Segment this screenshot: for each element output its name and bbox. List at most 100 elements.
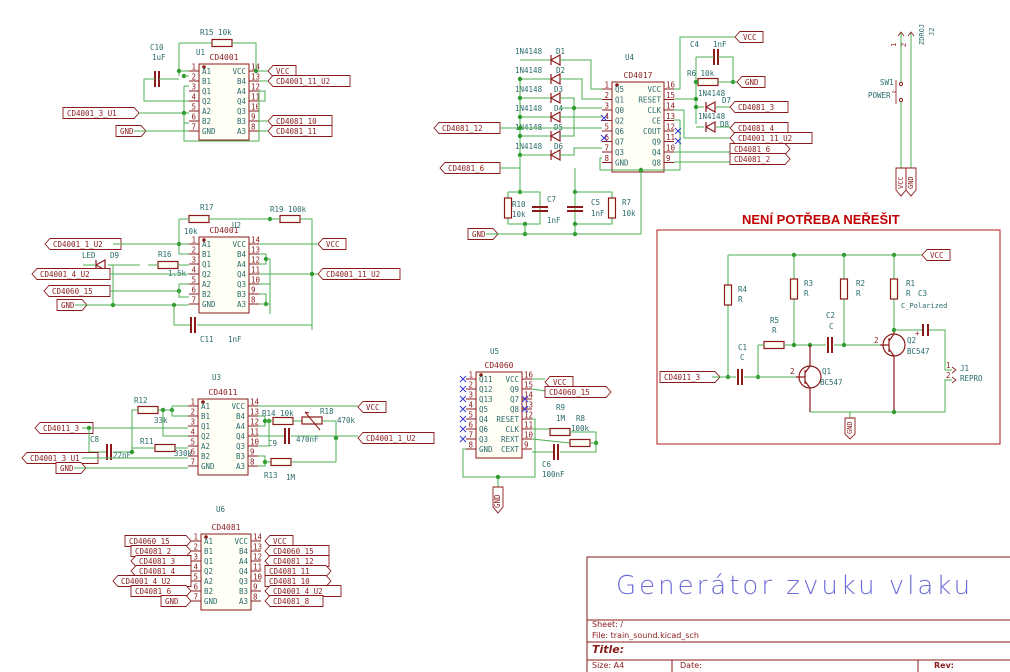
pin-name: B3 — [237, 290, 246, 299]
q1-value: BC547 — [820, 378, 843, 387]
wire — [574, 191, 613, 225]
pin-number: 14 — [666, 102, 676, 111]
no-connect-marker — [459, 415, 467, 423]
label-cd4001-11-u2-a-shape — [267, 75, 351, 87]
pin-name: Q1 — [201, 422, 210, 431]
label-vcc-stage: VCC — [930, 251, 944, 260]
ic-body — [200, 533, 252, 611]
pin-name: A4 — [237, 87, 247, 96]
u6-right-label: VCC — [273, 537, 287, 546]
c9-value: 470nF — [296, 435, 319, 444]
d7-value: 1N4148 — [698, 89, 726, 98]
r8-value: 100k — [571, 424, 590, 433]
pin-number: 8 — [251, 123, 256, 132]
pin-number: 13 — [250, 408, 259, 417]
ic-ref: U2 — [232, 221, 241, 230]
r3-value: R — [804, 289, 809, 298]
pin-number: 9 — [250, 448, 255, 457]
label-cd4001-11-u2-a: CD4001_11_U2 — [276, 77, 330, 86]
junction — [517, 114, 523, 120]
pin-name: Q8 — [652, 159, 662, 168]
wire — [131, 409, 138, 452]
c11-ref: C11 — [200, 335, 214, 344]
u6-right-label: CD4081_12 — [273, 557, 314, 566]
label-gnd-u5-shape — [492, 486, 504, 514]
u6-left-label: CD4001_4_U2 — [121, 577, 171, 586]
pin-number: 10 — [250, 438, 260, 447]
pin-number: 10 — [253, 573, 263, 582]
junction — [891, 409, 897, 415]
j2-pin2: 2 — [900, 43, 908, 47]
label-cd4001-11-u2-c-shape — [729, 132, 813, 144]
u6-left-label-shape — [130, 545, 192, 557]
pin-name: A4 — [236, 422, 246, 431]
capacitor-c6 — [553, 444, 559, 460]
u6-right-label: CD4081_8 — [273, 597, 310, 606]
u6-right-label: CD4060_15 — [273, 547, 314, 556]
r15-label: R15 10k — [200, 28, 232, 37]
diode-d8 — [704, 120, 716, 134]
no-connect-marker — [600, 114, 608, 122]
pin1-dot — [202, 238, 206, 242]
wire — [718, 56, 734, 82]
pin-number: 7 — [191, 123, 196, 132]
capacitor-c4 — [713, 49, 719, 65]
diode-value: 1N4148 — [515, 85, 543, 94]
label-gnd-stage: GND — [846, 421, 854, 434]
c10-ref: C10 — [150, 43, 164, 52]
pin-name: B1 — [201, 412, 210, 421]
pin-name: GND — [201, 462, 215, 471]
wire — [162, 410, 188, 437]
title-block-frame — [586, 556, 1010, 672]
u6-left-label-shape — [160, 595, 192, 607]
pin-number: 3 — [193, 553, 198, 562]
pin-name: Q8 — [510, 405, 520, 414]
pin-number: 4 — [468, 401, 473, 410]
resistor-r12 — [137, 405, 159, 415]
date-label: Date: — [680, 661, 702, 670]
pin-number: 5 — [191, 103, 196, 112]
r12-value: 33k — [154, 416, 168, 425]
c2-value: C — [829, 322, 834, 331]
pin-name: Q4 — [236, 432, 246, 441]
r17-value: 10k — [184, 227, 198, 236]
c5-value: 1nF — [591, 209, 605, 218]
pin-number: 16 — [666, 81, 676, 90]
label-cd4081-3: CD4081_3 — [738, 103, 774, 112]
no-connect-marker — [459, 435, 467, 443]
pin1-dot — [204, 535, 208, 539]
q2-ref: Q2 — [907, 336, 916, 345]
junction — [791, 342, 797, 348]
wire — [599, 157, 642, 234]
pin-name: GND — [479, 445, 493, 454]
c10-value: 1uF — [152, 53, 166, 62]
pin-number: 13 — [666, 112, 675, 121]
junction — [517, 133, 523, 139]
pin-name: Q4 — [237, 270, 247, 279]
wire — [560, 443, 597, 453]
pin-name: GND — [202, 127, 216, 136]
label-vcc-u2-shape — [317, 238, 347, 250]
label-vcc-j2: VCC — [897, 176, 905, 189]
pin-name: A2 — [201, 442, 210, 451]
diode-ref: D4 — [554, 104, 564, 113]
pin-name: CE — [652, 117, 662, 126]
wire — [500, 155, 521, 169]
capacitor-c5 — [567, 206, 583, 212]
capacitor-c3 — [922, 324, 929, 336]
u6-right-label: CD4081_11 — [269, 567, 310, 576]
ic-ref: U6 — [216, 505, 226, 514]
resistor-r2 — [839, 278, 849, 300]
pin-number: 14 — [251, 236, 261, 245]
wire — [143, 78, 189, 102]
c9-ref: C9 — [268, 439, 277, 448]
r16-ref: R16 — [158, 250, 172, 259]
j2-ref: J2 — [928, 28, 936, 36]
pin-name: Q6 — [615, 127, 625, 136]
label-gnd-j2-shape — [905, 167, 917, 197]
pin-name: Q2 — [201, 432, 210, 441]
pin-number: 4 — [191, 266, 196, 275]
file-label: File: train_sound.kicad_sch — [592, 631, 699, 640]
pin-name: Q4 — [652, 148, 662, 157]
